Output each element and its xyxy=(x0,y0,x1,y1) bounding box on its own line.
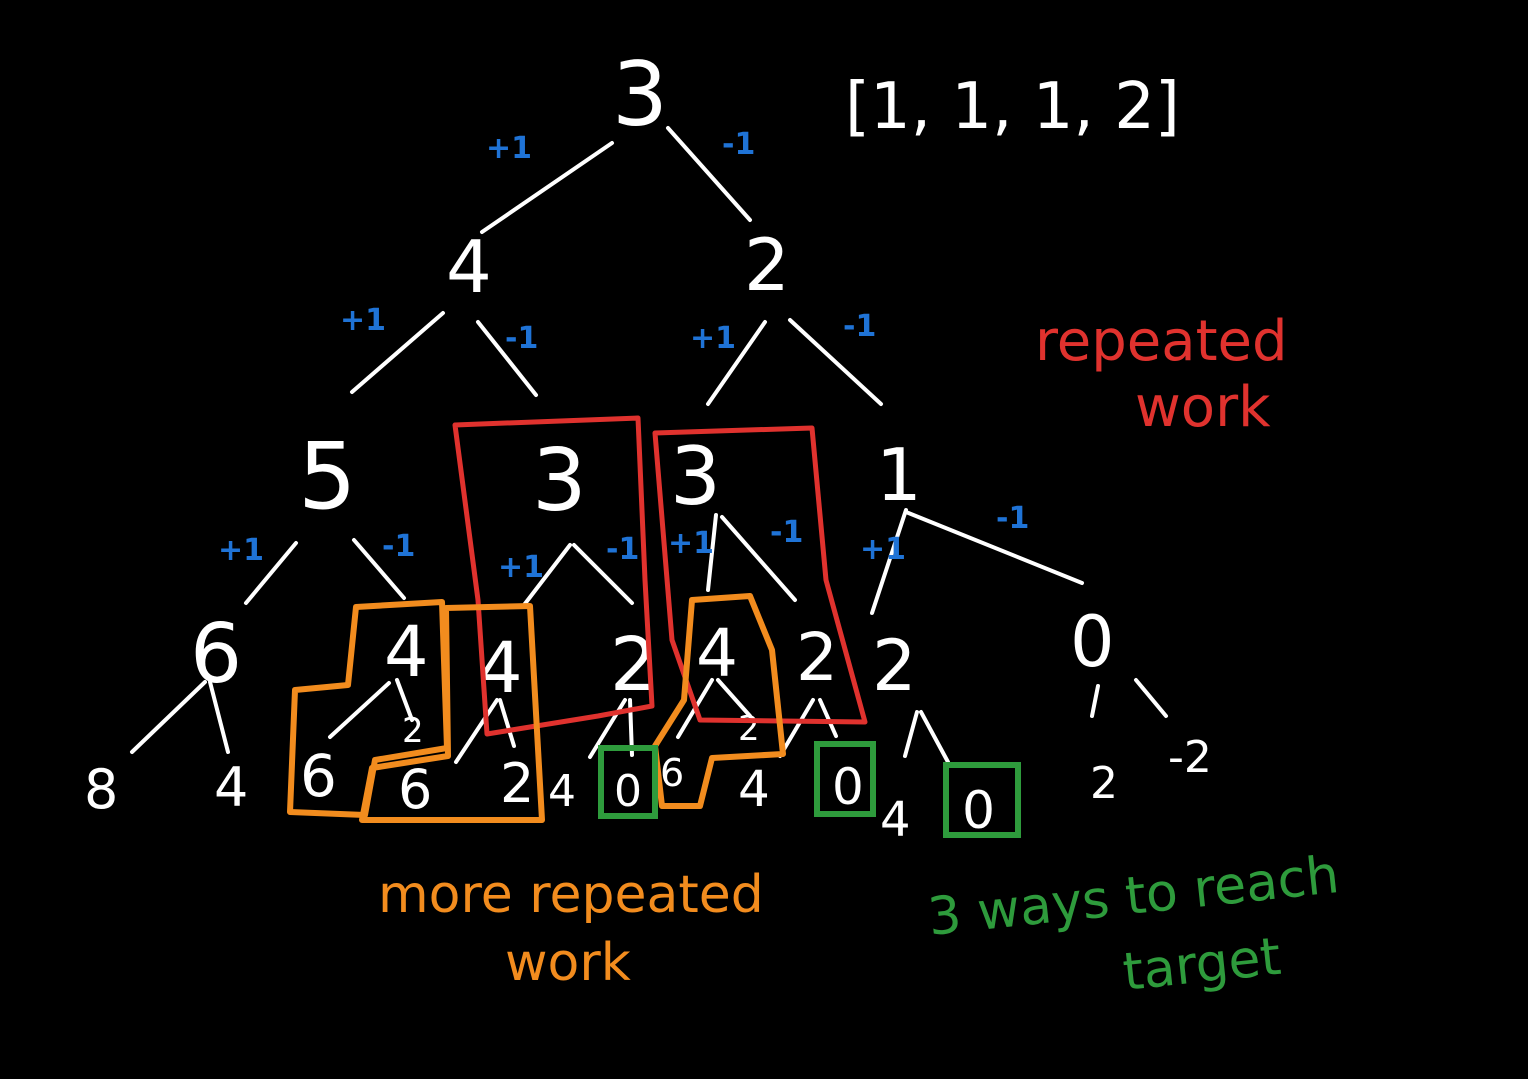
edge-2c-right xyxy=(919,710,950,764)
node-l4-6: 4 xyxy=(548,766,576,817)
tree-nodes: 3 4 2 5 3 3 1 6 4 4 2 4 2 2 0 8 4 6 2 6 … xyxy=(84,43,1212,848)
node-l4-1: 4 xyxy=(214,756,248,819)
node-l4-9: 2 xyxy=(738,709,760,749)
array-label: [1, 1, 1, 2] xyxy=(845,70,1180,144)
node-l2-0: 5 xyxy=(298,423,357,530)
node-l4-8: 6 xyxy=(660,751,684,795)
more-repeated-box-2 xyxy=(359,603,545,823)
edge-2-left xyxy=(706,320,767,406)
edge-label-minus: -1 xyxy=(722,127,755,162)
node-l4-10: 4 xyxy=(738,760,770,818)
edge-4-left xyxy=(350,311,445,394)
edge-3b-left xyxy=(706,513,718,592)
edge-label-plus: +1 xyxy=(498,550,544,585)
node-l3-5: 2 xyxy=(796,619,838,696)
node-l4-11: 0 xyxy=(832,758,864,816)
edge-6-left xyxy=(130,680,207,754)
edge-4b-right xyxy=(498,698,516,748)
edge-1-right xyxy=(904,510,1084,585)
node-l4-12: 4 xyxy=(880,792,911,848)
node-l1-1: 2 xyxy=(744,223,790,307)
edge-label-plus: +1 xyxy=(486,131,532,166)
edge-5-left xyxy=(244,541,298,605)
edge-2a-left xyxy=(588,698,627,759)
edge-label-minus: -1 xyxy=(505,321,538,356)
edge-0-left xyxy=(1090,684,1100,718)
node-l2-1: 3 xyxy=(532,431,587,531)
edge-label-plus: +1 xyxy=(690,321,736,356)
node-l4-0: 8 xyxy=(84,758,118,821)
edge-1-left xyxy=(870,508,908,615)
target-highlights xyxy=(598,741,1021,838)
red-note-line1: repeated xyxy=(1035,309,1288,374)
edge-2b-left xyxy=(778,698,815,758)
edge-root-left xyxy=(480,141,614,234)
edge-root-right xyxy=(666,126,752,222)
edge-3b-right xyxy=(720,515,797,602)
node-l4-5: 2 xyxy=(500,752,534,815)
edge-labels: +1 -1 +1 -1 +1 -1 +1 -1 +1 -1 +1 -1 +1 -… xyxy=(218,127,1029,585)
tree-edges xyxy=(130,126,1168,764)
edge-label-minus: -1 xyxy=(996,501,1029,536)
edge-3a-left xyxy=(522,543,572,607)
target-box-2 xyxy=(814,741,876,817)
edge-label-minus: -1 xyxy=(382,529,415,564)
node-l1-0: 4 xyxy=(446,225,492,309)
node-l4-2: 6 xyxy=(300,742,337,810)
edge-label-minus: -1 xyxy=(843,309,876,344)
edge-label-minus: -1 xyxy=(606,532,639,567)
edge-6-right xyxy=(208,680,230,754)
node-root: 3 xyxy=(612,43,668,146)
edge-4a-left xyxy=(328,681,391,739)
node-l3-4: 4 xyxy=(696,615,738,692)
more-repeated-highlights xyxy=(287,593,786,823)
edge-label-plus: +1 xyxy=(218,533,264,568)
edge-4a-right xyxy=(395,678,414,722)
edge-label-plus: +1 xyxy=(860,532,906,567)
repeated-box-left xyxy=(452,415,655,737)
repeated-work-highlights xyxy=(452,415,868,737)
more-repeated-box-3 xyxy=(652,593,786,809)
node-l4-3: 2 xyxy=(402,711,424,751)
edge-4c-right xyxy=(716,678,752,718)
node-l2-2: 3 xyxy=(670,430,721,523)
edge-2c-left xyxy=(903,710,919,758)
annotations: repeated work more repeated work 3 ways … xyxy=(378,309,1342,1003)
orange-note-line1: more repeated xyxy=(378,865,764,925)
green-note-line2: target xyxy=(1120,927,1284,1003)
node-l3-7: 0 xyxy=(1070,601,1115,683)
node-l4-15: -2 xyxy=(1168,732,1212,783)
edge-2-right xyxy=(788,318,883,406)
target-box-3 xyxy=(943,762,1021,838)
edge-0-right xyxy=(1134,678,1168,718)
green-note-line1: 3 ways to reach xyxy=(925,845,1342,948)
red-note-line2: work xyxy=(1135,375,1271,440)
edge-4b-left xyxy=(454,698,499,764)
node-l3-1: 4 xyxy=(384,611,429,693)
edge-2b-right xyxy=(818,698,838,738)
node-l4-7: 0 xyxy=(614,766,642,817)
node-l3-0: 6 xyxy=(190,607,242,702)
edge-3a-right xyxy=(572,543,634,605)
target-box-1 xyxy=(598,745,658,819)
node-l2-3: 1 xyxy=(876,433,922,517)
repeated-box-right xyxy=(652,425,868,725)
edge-label-plus: +1 xyxy=(340,303,386,338)
orange-note-line2: work xyxy=(505,933,631,993)
node-l3-6: 2 xyxy=(872,625,917,707)
node-l4-13: 0 xyxy=(962,781,995,841)
edge-5-right xyxy=(352,538,406,600)
node-l4-14: 2 xyxy=(1090,758,1118,809)
node-l4-4: 6 xyxy=(398,758,432,821)
edge-4-right xyxy=(476,320,538,397)
edge-label-minus: -1 xyxy=(770,515,803,550)
edge-label-plus: +1 xyxy=(668,526,714,561)
